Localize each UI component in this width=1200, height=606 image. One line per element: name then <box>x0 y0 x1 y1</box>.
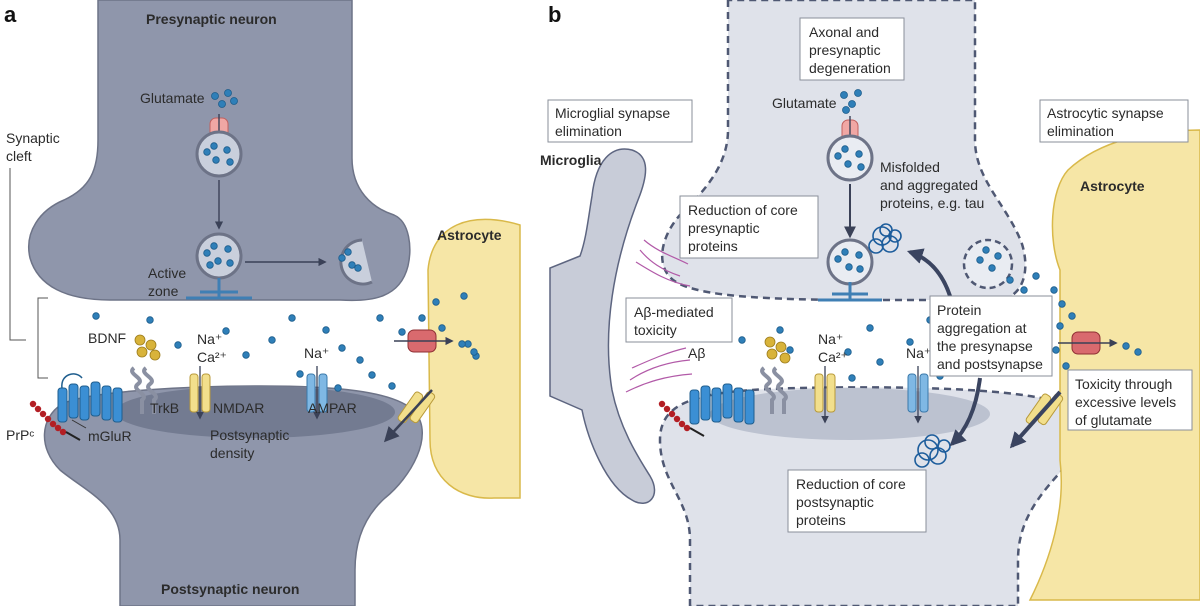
mglur-receptor <box>57 373 123 423</box>
svg-text:Aβ-mediated: Aβ-mediated <box>634 304 714 320</box>
postsynaptic-neuron <box>43 385 423 606</box>
svg-text:presynaptic: presynaptic <box>688 220 760 236</box>
mglur-label: mGluR <box>88 428 132 444</box>
synaptic-cleft-label-1: Synaptic <box>6 130 60 146</box>
svg-text:Reduction of core: Reduction of core <box>796 476 906 492</box>
bdnf-molecules-b <box>764 336 791 364</box>
microglia-label: Microglia <box>540 152 602 168</box>
svg-text:presynaptic: presynaptic <box>809 42 881 58</box>
svg-text:elimination: elimination <box>1047 123 1114 139</box>
panel-b-label: b <box>548 2 561 27</box>
nmdar-ions-label-2: Ca²⁺ <box>197 349 227 365</box>
active-zone-scaffold-b <box>818 282 882 302</box>
svg-text:proteins, e.g. tau: proteins, e.g. tau <box>880 195 984 211</box>
svg-text:Microglial synapse: Microglial synapse <box>555 105 670 121</box>
astrocyte-b-label: Astrocyte <box>1080 178 1145 194</box>
astrocytic-elimination-box: Astrocytic synapse elimination <box>1039 99 1189 143</box>
svg-text:proteins: proteins <box>796 512 846 528</box>
astrocyte-channel-b <box>1009 390 1064 449</box>
svg-text:Axonal and: Axonal and <box>809 24 879 40</box>
reduction-presynaptic-box: Reduction of core presynaptic proteins <box>679 195 819 259</box>
glutamate-dot <box>224 89 232 97</box>
active-zone-label-2: zone <box>148 283 179 299</box>
postsynaptic-neuron-label: Postsynaptic neuron <box>161 581 299 597</box>
svg-text:of glutamate: of glutamate <box>1075 412 1152 428</box>
nmdar-ions-label-1: Na⁺ <box>197 331 222 347</box>
nmdar-receptor <box>189 373 211 413</box>
svg-text:Misfolded: Misfolded <box>880 159 940 175</box>
microglial-elimination-box: Microglial synapse elimination <box>547 99 693 143</box>
glutamate-dot <box>218 100 226 108</box>
abeta-toxicity-box: Aβ-mediated toxicity <box>625 297 733 343</box>
svg-text:elimination: elimination <box>555 123 622 139</box>
active-zone-label-1: Active <box>148 265 186 281</box>
nmdar-receptor-b <box>814 373 836 413</box>
trkb-label: TrkB <box>150 400 179 416</box>
nmdar-ions-label-b-1: Na⁺ <box>818 331 843 347</box>
svg-text:proteins: proteins <box>688 238 738 254</box>
reduction-postsynaptic-box: Reduction of core postsynaptic proteins <box>787 469 927 533</box>
cleft-glutamate <box>92 292 480 392</box>
prpc-label: PrPᶜ <box>6 427 34 443</box>
nmdar-label: NMDAR <box>213 400 264 416</box>
svg-text:toxicity: toxicity <box>634 322 677 338</box>
synaptic-cleft-label-2: cleft <box>6 148 32 164</box>
aggregation-arrow-post <box>949 377 982 447</box>
glutamate-dot <box>211 92 219 100</box>
bdnf-molecules <box>134 334 161 361</box>
mglur-receptor-b <box>689 383 755 425</box>
svg-text:and postsynapse: and postsynapse <box>937 356 1043 372</box>
svg-text:the presynapse: the presynapse <box>937 338 1033 354</box>
glutamate-label-a: Glutamate <box>140 90 205 106</box>
docked-vesicle-b <box>826 238 874 286</box>
psd-label-2: density <box>210 445 254 461</box>
svg-text:postsynaptic: postsynaptic <box>796 494 874 510</box>
ampar-ion-label-b: Na⁺ <box>906 345 931 361</box>
trkb-receptor <box>130 366 158 414</box>
svg-text:and aggregated: and aggregated <box>880 177 978 193</box>
toxicity-box: Toxicity through excessive levels of glu… <box>1067 369 1193 431</box>
abeta-label: Aβ <box>688 345 705 361</box>
presynaptic-neuron-label: Presynaptic neuron <box>146 11 277 27</box>
trkb-receptor-b <box>760 366 788 414</box>
docked-vesicle <box>195 232 243 280</box>
fusing-vesicle-b <box>962 238 1014 290</box>
ampar-label: AMPAR <box>308 400 357 416</box>
microglia <box>549 148 656 505</box>
panel-a-label: a <box>4 2 17 27</box>
astrocyte-glutamate-transporter <box>394 329 478 356</box>
svg-text:Astrocytic synapse: Astrocytic synapse <box>1047 105 1164 121</box>
bdnf-label: BDNF <box>88 330 126 346</box>
svg-text:Protein: Protein <box>937 302 981 318</box>
prion-protein-b <box>658 400 705 437</box>
svg-text:excessive levels: excessive levels <box>1075 394 1176 410</box>
ampar-receptor-b <box>907 373 929 413</box>
abeta-fibrils <box>625 239 693 393</box>
svg-text:Reduction of core: Reduction of core <box>688 202 798 218</box>
svg-text:Toxicity through: Toxicity through <box>1075 376 1172 392</box>
tau-aggregate-pre <box>868 223 902 254</box>
synaptic-vesicle <box>195 130 243 178</box>
astrocyte-channel <box>383 389 436 443</box>
active-zone-scaffold <box>186 278 252 300</box>
psd-label-1: Postsynaptic <box>210 427 289 443</box>
ampar-ion-label: Na⁺ <box>304 345 329 361</box>
protein-aggregation-box: Protein aggregation at the presynapse an… <box>929 295 1053 377</box>
misfolded-proteins-label: Misfolded and aggregated proteins, e.g. … <box>880 159 984 211</box>
ampar-receptor <box>306 373 328 413</box>
nmdar-ions-label-b-2: Ca²⁺ <box>818 349 848 365</box>
synaptic-vesicle-b <box>826 134 874 182</box>
glutamate-label-b: Glutamate <box>772 95 837 111</box>
astrocyte-a-label: Astrocyte <box>437 227 502 243</box>
aggregation-arrow-pre <box>906 248 952 297</box>
svg-text:aggregation at: aggregation at <box>937 320 1027 336</box>
prion-protein <box>29 400 81 441</box>
synaptic-cleft-bracket <box>9 168 48 379</box>
glutamate-dot <box>230 97 238 105</box>
astrocyte-b <box>1028 129 1200 601</box>
svg-text:degeneration: degeneration <box>809 60 891 76</box>
astrocyte-glutamate-transporter-b <box>1058 331 1142 356</box>
axonal-degeneration-box: Axonal and presynaptic degeneration <box>799 17 905 81</box>
